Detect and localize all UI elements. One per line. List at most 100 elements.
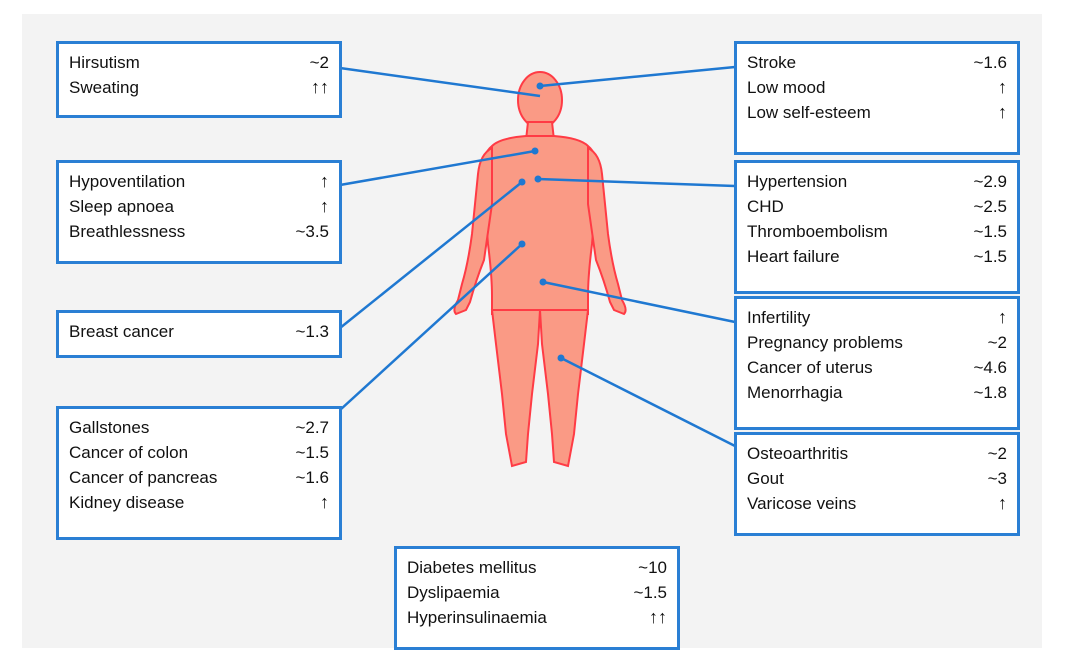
relative-risk-value: ↑ [998,75,1007,100]
condition-label: Gout [747,466,784,491]
condition-label: Hypoventilation [69,169,185,194]
list-item: Infertility↑ [747,305,1007,330]
list-item: Breathlessness ~3.5 [69,219,329,244]
condition-label: Stroke [747,50,796,75]
condition-label: Osteoarthritis [747,441,848,466]
list-item: Dyslipaemia ~1.5 [407,580,667,605]
dot-pelvis [540,279,547,286]
condition-label: Dyslipaemia [407,580,500,605]
condition-label: Pregnancy problems [747,330,903,355]
condition-label: Cancer of uterus [747,355,873,380]
left-leg [492,310,540,466]
list-item: Breast cancer ~1.3 [69,319,329,344]
list-item: Sweating ↑↑ [69,75,329,100]
connector-head-left [340,68,540,96]
relative-risk-value: ↑ [998,305,1007,330]
head [518,72,562,128]
condition-label: Breast cancer [69,319,174,344]
right-leg [540,310,588,466]
relative-risk-value: ~2.9 [973,169,1007,194]
relative-risk-value: ~1.5 [973,244,1007,269]
box-cardio: Hypertension ~2.9CHD~2.5Thromboembolism ~1… [734,160,1020,294]
list-item: Low mood ↑ [747,75,1007,100]
list-item: Hyperinsulinaemia↑↑ [407,605,667,630]
condition-label: Sweating [69,75,139,100]
condition-label: Hirsutism [69,50,140,75]
relative-risk-value: ~1.5 [295,440,329,465]
condition-label: Diabetes mellitus [407,555,536,580]
list-item: Gout ~3 [747,466,1007,491]
condition-label: Gallstones [69,415,149,440]
list-item: Cancer of pancreas ~1.6 [69,465,329,490]
list-item: Diabetes mellitus ~10 [407,555,667,580]
list-item: Sleep apnoea ↑ [69,194,329,219]
condition-label: CHD [747,194,784,219]
list-item: Cancer of colon ~1.5 [69,440,329,465]
condition-label: Sleep apnoea [69,194,174,219]
relative-risk-value: ~2 [988,441,1007,466]
relative-risk-value: ~1.5 [973,219,1007,244]
relative-risk-value: ↑ [998,100,1007,125]
relative-risk-value: ↑↑ [311,75,329,100]
relative-risk-value: ~1.6 [295,465,329,490]
condition-label: Hyperinsulinaemia [407,605,547,630]
condition-label: Low self-esteem [747,100,871,125]
condition-label: Low mood [747,75,825,100]
list-item: Hypertension ~2.9 [747,169,1007,194]
list-item: Hirsutism ~2 [69,50,329,75]
condition-label: Kidney disease [69,490,184,515]
condition-label: Cancer of pancreas [69,465,217,490]
torso [482,136,598,314]
list-item: Gallstones ~2.7 [69,415,329,440]
box-respiratory: Hypoventilation↑Sleep apnoea↑Breathlessn… [56,160,342,264]
relative-risk-value: ↑ [320,194,329,219]
relative-risk-value: ↑ [320,490,329,515]
relative-risk-value: ~10 [638,555,667,580]
relative-risk-value: ~1.5 [633,580,667,605]
dot-head [537,83,544,90]
relative-risk-value: ~3.5 [295,219,329,244]
relative-risk-value: ~1.3 [295,319,329,344]
dot-heart [535,176,542,183]
dot-abdomen [519,241,526,248]
relative-risk-value: ~2 [988,330,1007,355]
dot-chest [532,148,539,155]
dot-knee [558,355,565,362]
list-item: Kidney disease ↑ [69,490,329,515]
condition-label: Breathlessness [69,219,185,244]
connector-joints [561,358,735,446]
condition-label: Varicose veins [747,491,856,516]
connector-head-right [540,67,735,86]
condition-label: Heart failure [747,244,840,269]
relative-risk-value: ~1.8 [973,380,1007,405]
human-body-figure [454,72,625,466]
list-item: Menorrhagia ~1.8 [747,380,1007,405]
relative-risk-value: ~4.6 [973,355,1007,380]
list-item: Varicose veins ↑ [747,491,1007,516]
relative-risk-value: ~2 [310,50,329,75]
list-item: Osteoarthritis ~2 [747,441,1007,466]
relative-risk-value: ~1.6 [973,50,1007,75]
condition-label: Cancer of colon [69,440,188,465]
condition-label: Thromboembolism [747,219,888,244]
list-item: CHD~2.5 [747,194,1007,219]
relative-risk-value: ~2.7 [295,415,329,440]
list-item: Thromboembolism ~1.5 [747,219,1007,244]
condition-label: Menorrhagia [747,380,842,405]
box-breast: Breast cancer ~1.3 [56,310,342,358]
list-item: Stroke ~1.6 [747,50,1007,75]
dot-breast [519,179,526,186]
list-item: Cancer of uterus ~4.6 [747,355,1007,380]
right-arm [588,148,626,314]
condition-label: Hypertension [747,169,847,194]
relative-risk-value: ~3 [988,466,1007,491]
relative-risk-value: ↑ [320,169,329,194]
relative-risk-value: ↑ [998,491,1007,516]
list-item: Low self-esteem ↑ [747,100,1007,125]
